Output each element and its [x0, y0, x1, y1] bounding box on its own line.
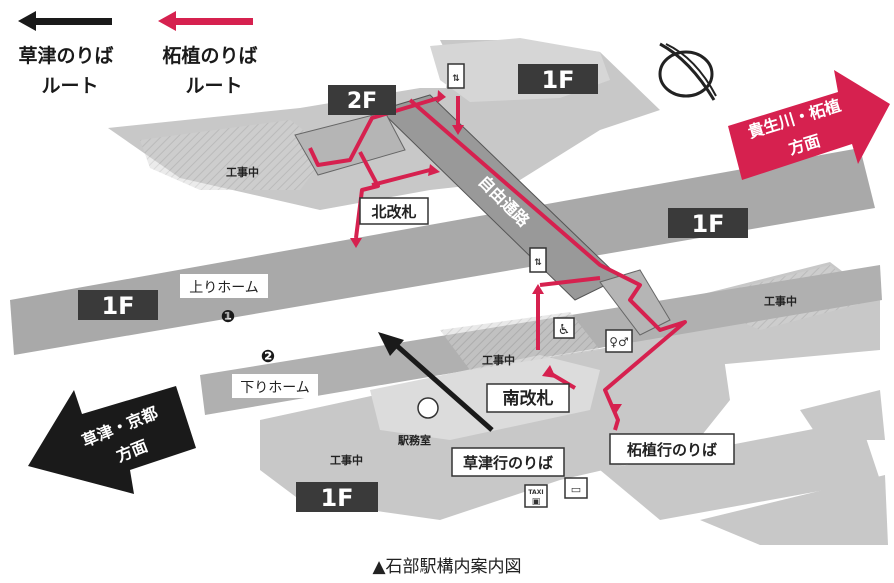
- tsuge-route-line: [371, 168, 431, 187]
- route-arrowhead: [428, 164, 440, 176]
- svg-text:南改札: 南改札: [503, 388, 554, 409]
- road-shape: [700, 475, 888, 545]
- tsuge-boarding-label: 柘植行のりば: [609, 433, 735, 465]
- svg-text:上りホーム: 上りホーム: [189, 280, 259, 296]
- construction-label-south: 工事中: [330, 453, 363, 467]
- floor-tag-1f-bottom: 1F: [296, 482, 378, 512]
- floor-tag-1f-left: 1F: [78, 290, 158, 320]
- legend-tsuge-line2: ルート: [185, 75, 242, 97]
- direction-arrow-kyoto: 草津・京都 方面: [28, 386, 196, 494]
- legend-kusatsu-line2: ルート: [41, 75, 98, 97]
- svg-text:1F: 1F: [541, 66, 574, 94]
- platform-1-marker: ❶: [221, 307, 235, 327]
- svg-text:♀♂: ♀♂: [609, 335, 629, 349]
- route-arrowhead: [532, 284, 544, 294]
- floor-tag-1f-top: 1F: [518, 64, 598, 94]
- tsuge-route-line: [539, 276, 601, 287]
- svg-text:▭: ▭: [571, 483, 581, 496]
- taxi-label: TAXI: [528, 489, 543, 496]
- legend-red-arrow: [158, 11, 253, 31]
- road-shape: [600, 420, 880, 520]
- route-arrowhead: [350, 238, 362, 248]
- south-gate-label: 南改札: [486, 383, 570, 413]
- route-arrowhead: [437, 90, 446, 103]
- floor-tag-2f: 2F: [328, 85, 396, 115]
- route-arrowhead: [610, 404, 622, 415]
- svg-text:⇅: ⇅: [534, 258, 542, 268]
- north-gate-label: 北改札: [359, 197, 429, 225]
- legend-kusatsu-line1: 草津のりば: [18, 44, 113, 67]
- up-platform: [10, 148, 875, 355]
- construction-label-center: 工事中: [482, 353, 515, 367]
- kusatsu-route-line: [394, 343, 494, 432]
- elevator-icon: [529, 247, 547, 273]
- floor-tag-1f-mid: 1F: [668, 208, 748, 238]
- svg-text:1F: 1F: [691, 210, 724, 238]
- svg-text:草津行のりば: 草津行のりば: [463, 454, 553, 472]
- tsuge-route-line: [354, 151, 380, 239]
- route-arrowhead: [542, 365, 556, 378]
- kusatsu-boarding-label: 草津行のりば: [451, 447, 565, 477]
- construction-label-east: 工事中: [764, 294, 797, 308]
- south-station-area: [370, 355, 600, 440]
- legend-black-arrow: [18, 11, 112, 31]
- elevator-icon: [447, 63, 465, 89]
- svg-text:下りホーム: 下りホーム: [240, 380, 310, 396]
- restroom-icon: [605, 329, 633, 353]
- svg-text:1F: 1F: [101, 292, 134, 320]
- construction-label-north: 工事中: [226, 165, 259, 179]
- down-platform-label: 下りホーム: [232, 374, 318, 398]
- svg-text:北改札: 北改札: [371, 203, 416, 221]
- svg-text:2F: 2F: [347, 89, 377, 114]
- platform-2-marker: ❷: [261, 347, 275, 367]
- legend-tsuge-line1: 柘植のりば: [162, 44, 257, 67]
- wheelchair-icon: [553, 317, 575, 339]
- north-stairs: [294, 111, 406, 176]
- legend: 草津のりば ルート 柘植のりば ルート: [18, 11, 258, 97]
- svg-text:柘植行のりば: 柘植行のりば: [627, 441, 717, 459]
- map-caption: ▲石部駅構内案内図: [372, 557, 522, 577]
- road-shape: [800, 390, 885, 440]
- up-platform-label: 上りホーム: [180, 274, 268, 298]
- info-booth-icon: [417, 397, 439, 419]
- svg-text:1F: 1F: [320, 484, 353, 512]
- compass-icon: [658, 42, 717, 101]
- taxi-icon: [524, 484, 548, 508]
- north-construction-area: [140, 120, 330, 190]
- svg-text:♿: ♿: [558, 322, 571, 338]
- bus-icon: [564, 477, 588, 499]
- svg-text:▣: ▣: [532, 497, 541, 507]
- route-arrowhead: [378, 332, 404, 356]
- svg-text:⇅: ⇅: [452, 74, 460, 84]
- station-office-label: 駅務室: [397, 433, 431, 447]
- route-arrowhead: [452, 125, 464, 135]
